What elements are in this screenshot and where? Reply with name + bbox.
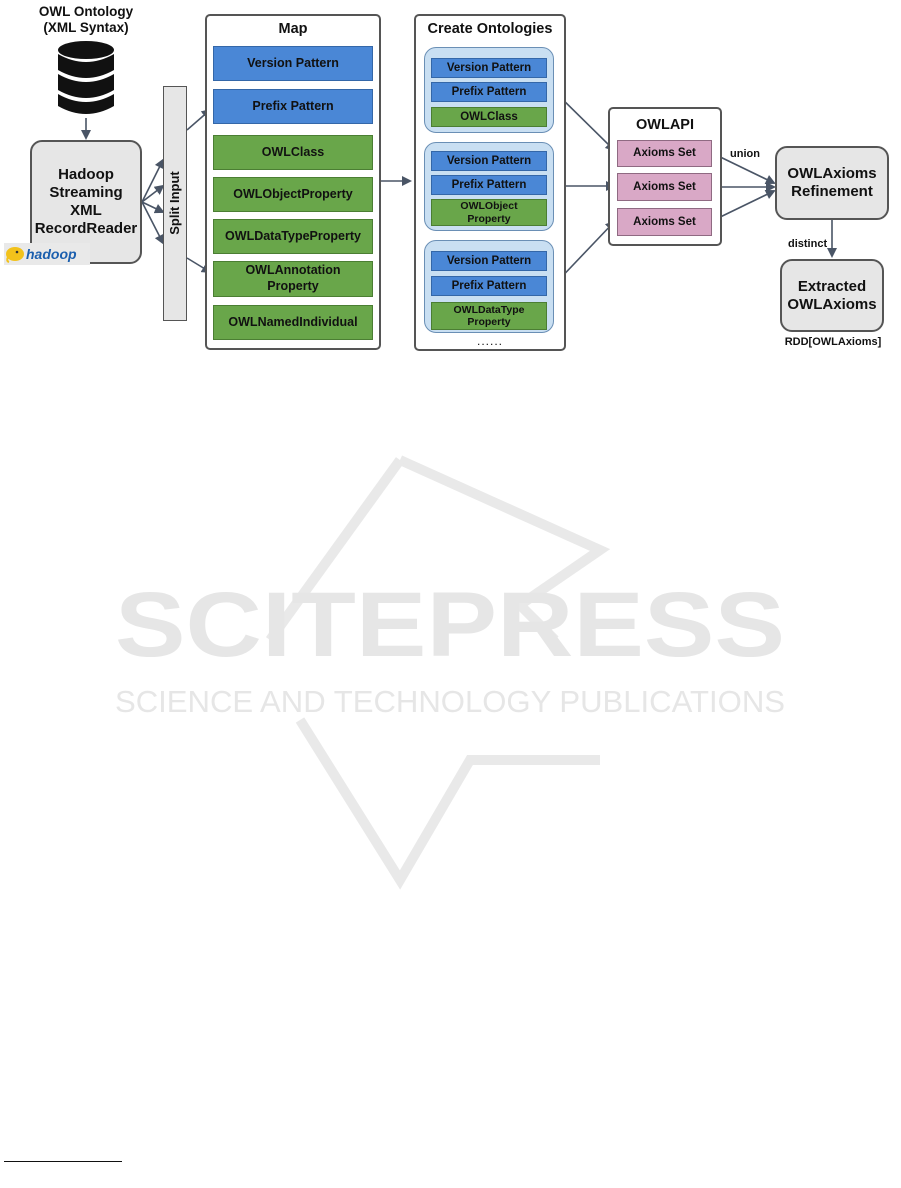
- map-item-owlnamedindividual: OWLNamedIndividual: [213, 305, 373, 340]
- hadoop-logo: hadoop: [4, 243, 90, 265]
- group2-owlobject-property: OWLObject Property: [431, 199, 547, 226]
- arrow-axioms3-to-refinement: [711, 189, 776, 222]
- footnote-rule: [4, 1161, 122, 1162]
- group3-prefix-pattern: Prefix Pattern: [431, 276, 547, 296]
- owlaxioms-refinement: OWLAxioms Refinement: [775, 146, 889, 220]
- map-item-owlannotationproperty: OWLAnnotation Property: [213, 261, 373, 297]
- axioms-set-1: Axioms Set: [617, 140, 712, 167]
- hadoop-elephant-icon: [6, 247, 24, 263]
- watermark-logo: [265, 455, 611, 890]
- group2-version-pattern: Version Pattern: [431, 151, 547, 171]
- hadoop-logo-text: hadoop: [26, 246, 77, 262]
- group3-version-pattern: Version Pattern: [431, 251, 547, 271]
- arrow-reader-split-2: [141, 184, 165, 203]
- rdd-caption: RDD[OWLAxioms]: [784, 336, 882, 348]
- arrow-reader-split-3: [141, 201, 165, 214]
- map-title: Map: [278, 21, 308, 37]
- extracted-owlaxioms: Extracted OWLAxioms: [780, 259, 884, 332]
- split-input-label: Split Input: [166, 171, 182, 235]
- map-item-owldatatypeproperty: OWLDataTypeProperty: [213, 219, 373, 254]
- connectors: [81, 89, 837, 287]
- group1-version-pattern: Version Pattern: [431, 58, 547, 78]
- group3-owldatatype-property: OWLDataType Property: [431, 302, 547, 330]
- map-item-version-pattern: Version Pattern: [213, 46, 373, 81]
- group1-prefix-pattern: Prefix Pattern: [431, 82, 547, 102]
- watermark-subtitle: SCIENCE AND TECHNOLOGY PUBLICATIONS: [115, 684, 785, 719]
- map-item-prefix-pattern: Prefix Pattern: [213, 89, 373, 124]
- create-ontologies-title: Create Ontologies: [427, 21, 553, 37]
- source-title: OWL Ontology (XML Syntax): [38, 4, 134, 35]
- split-input-bar: [163, 86, 187, 321]
- arrow-reader-split-1: [141, 158, 164, 203]
- axioms-set-2: Axioms Set: [617, 173, 712, 201]
- group1-owlclass: OWLClass: [431, 107, 547, 127]
- database-icon: [58, 41, 114, 114]
- axioms-set-3: Axioms Set: [617, 208, 712, 236]
- union-label: union: [730, 148, 760, 160]
- group2-prefix-pattern: Prefix Pattern: [431, 175, 547, 195]
- map-item-owlobjectproperty: OWLObjectProperty: [213, 177, 373, 212]
- owlapi-title: OWLAPI: [636, 117, 694, 133]
- watermark-title: SCITEPRESS: [115, 574, 785, 676]
- more-ellipsis: ......: [476, 334, 503, 348]
- arrow-reader-split-4: [141, 201, 164, 245]
- distinct-label: distinct: [788, 238, 828, 250]
- arrow-axioms1-to-refinement: [711, 152, 776, 185]
- map-item-owlclass: OWLClass: [213, 135, 373, 170]
